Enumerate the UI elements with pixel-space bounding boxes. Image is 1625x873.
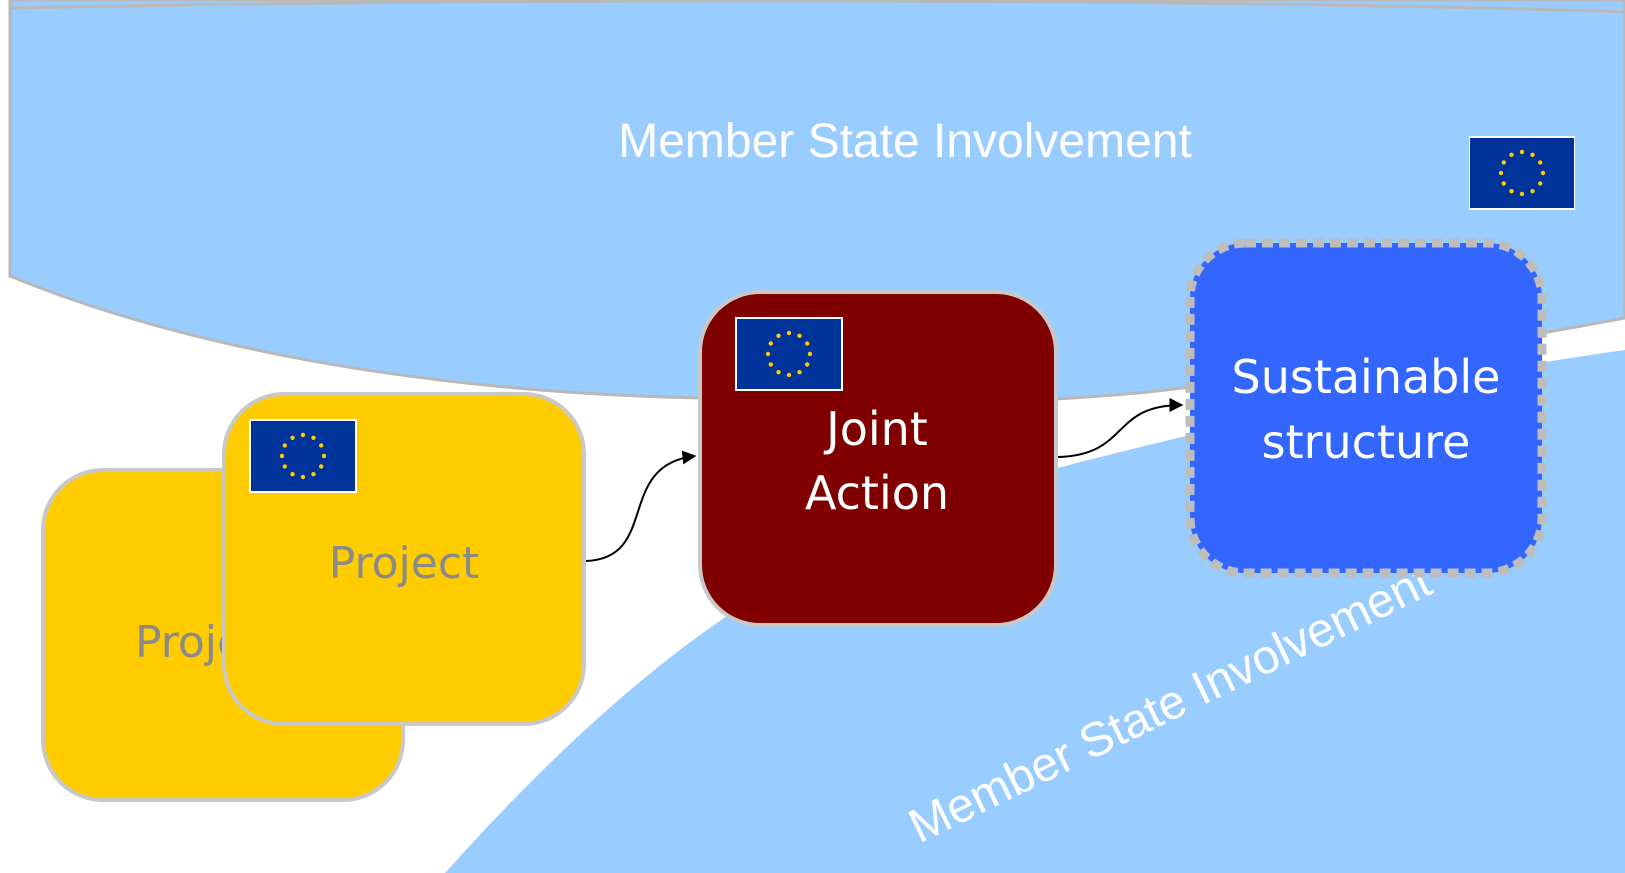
eu-flag-icon [735,317,843,391]
sustainable-label-line1: Sustainable [1232,350,1501,404]
project-box-front: Project [222,392,586,726]
top-band-rim [9,0,1625,14]
joint-action-label-line1: Joint [823,402,928,456]
connector-project-to-joint-action [585,450,697,562]
sustainable-structure-box: Sustainable structure [1185,238,1547,578]
eu-flag-icon [249,419,357,493]
joint-action-box: Joint Action [698,290,1058,627]
top-band-label: Member State Involvement [618,115,1192,168]
sustainable-label-line2: structure [1262,415,1471,469]
project-front-label: Project [329,538,480,589]
joint-action-label-line2: Action [805,466,949,520]
connector-joint-action-to-sustainable [1057,398,1184,458]
eu-flag-icon [1469,136,1575,210]
